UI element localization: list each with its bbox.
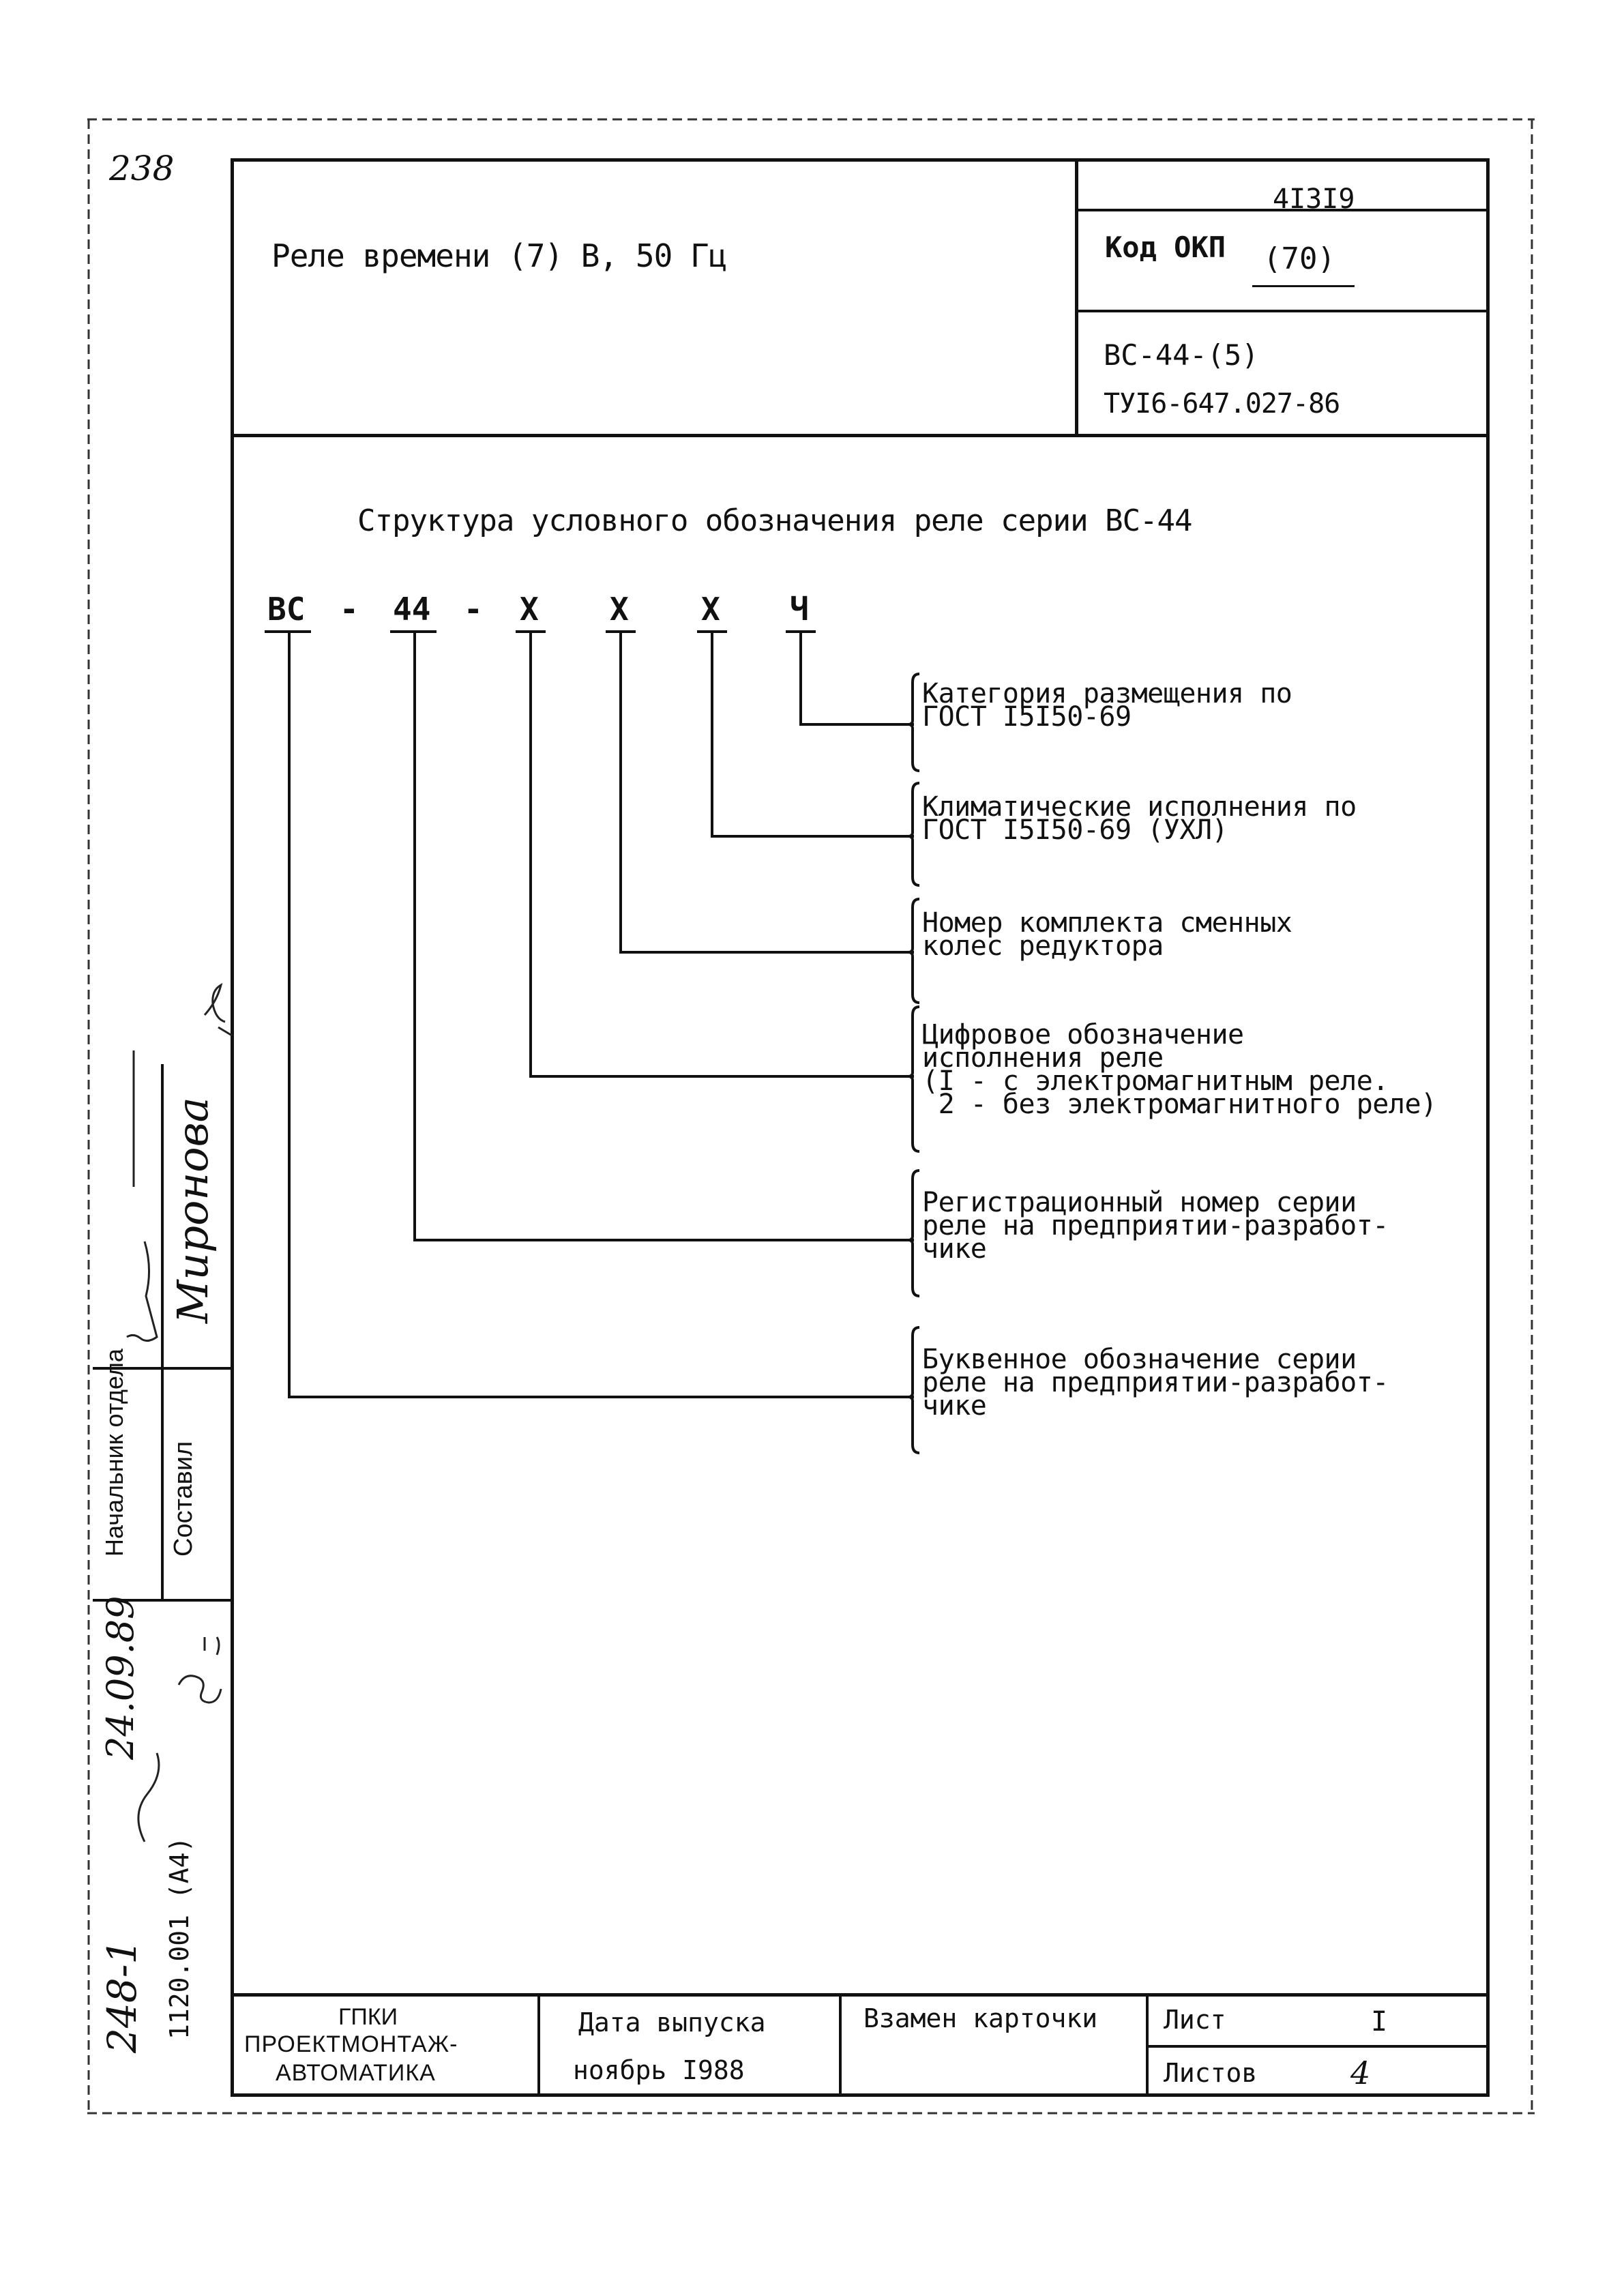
- okp-value: (70): [1263, 241, 1335, 276]
- okp-label: Код ОКП: [1105, 231, 1226, 264]
- footer-sheet-divider: [1146, 2045, 1490, 2048]
- sheets-label: Листов: [1164, 2058, 1258, 2088]
- page-number: 238: [109, 149, 175, 188]
- footer-divider-2: [839, 1993, 842, 2097]
- header-row-line-2: [1075, 310, 1490, 312]
- release-date-value: ноябрь I988: [573, 2055, 745, 2085]
- org-name-line2: ПРОЕКТМОНТАЖ-: [244, 2031, 458, 2057]
- code-part-letter: Ч: [790, 591, 809, 628]
- code-part-dash-1: -: [340, 591, 359, 628]
- code-part-dash-2: -: [464, 591, 483, 628]
- code-part-x3: Х: [701, 591, 720, 628]
- header-row-line-1: [1075, 209, 1490, 211]
- release-date-label: Дата выпуска: [578, 2007, 766, 2037]
- sheet-label: Лист: [1164, 2005, 1226, 2035]
- document-title: Реле времени (7) В, 50 Гц: [271, 237, 727, 274]
- code-part-x1: Х: [520, 591, 539, 628]
- diagram-heading: Структура условного обозначения реле сер…: [357, 503, 1193, 538]
- sheets-value: 4: [1350, 2055, 1371, 2091]
- footer-top-line: [231, 1993, 1490, 1997]
- model-designation: ВС-44-(5): [1104, 338, 1259, 372]
- org-name-line3: АВТОМАТИКА: [276, 2060, 436, 2086]
- org-name-line1: ГПКИ: [338, 2004, 398, 2030]
- code-part-series: ВС: [267, 591, 306, 628]
- technical-standard: ТУI6-647.027-86: [1104, 388, 1340, 420]
- code-part-number: 44: [393, 591, 431, 628]
- okp-underline: [1252, 285, 1355, 287]
- main-frame: [231, 158, 1490, 2097]
- replaces-card-label: Взамен карточки: [863, 2003, 1098, 2033]
- footer-divider-1: [537, 1993, 540, 2097]
- code-number: 4I3I9: [1273, 183, 1355, 215]
- header-vertical-divider: [1075, 158, 1078, 435]
- sheet-value: I: [1371, 2006, 1388, 2037]
- header-divider: [231, 434, 1490, 437]
- code-part-x2: Х: [610, 591, 629, 628]
